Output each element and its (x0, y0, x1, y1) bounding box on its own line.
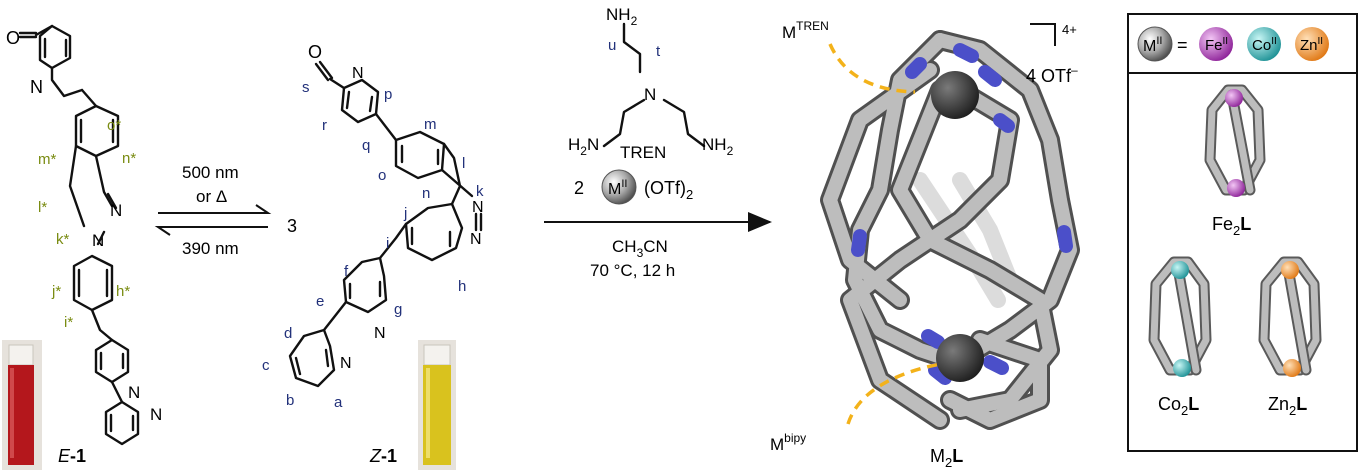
charge-bracket (1030, 23, 1056, 46)
z1-proton-d: d (284, 325, 292, 342)
e1-compound-label: E-1 (58, 446, 86, 466)
e1-azo-nitrogen-1: N (110, 201, 122, 220)
legend-zn-complex-label: Zn2L (1268, 394, 1307, 418)
e1-proton-o: o* (107, 117, 121, 134)
metal-equivalents: 2 (574, 178, 584, 198)
z1-compound-label: Z-1 (369, 446, 397, 466)
eq-top-alt: or Δ (196, 187, 227, 206)
legend-co-complex-label: Co2L (1158, 394, 1199, 418)
stoich-coefficient: 3 (287, 216, 297, 236)
tren-proton-u: u (608, 37, 616, 54)
e1-proton-k: k* (56, 231, 70, 248)
z1-proton-f: f (344, 263, 349, 280)
helicate-zn (1258, 256, 1322, 377)
z1-azo-nitrogen-2: N (470, 231, 482, 248)
site-tren-label: MTREN (782, 19, 829, 42)
z1-proton-h: h (458, 278, 466, 295)
e1-bipy-nitrogen-1: N (128, 383, 140, 402)
cage-nitrogen-segments (851, 43, 1073, 385)
legend-fe-icon (1199, 27, 1233, 61)
z1-proton-a: a (334, 394, 343, 411)
solvent: CH3CN (612, 237, 668, 260)
z1-proton-e: e (316, 293, 324, 310)
site-bipy-label: Mbipy (770, 431, 806, 454)
e1-proton-i: i* (64, 314, 73, 331)
z1-structure: O N N N N N s r p q m o n l k (262, 42, 484, 470)
metal-sphere-icon (601, 169, 637, 205)
z1-proton-n: n (422, 185, 430, 202)
reverse-half-arrow (154, 226, 268, 236)
z1-proton-i: i (386, 235, 389, 252)
z1-proton-k: k (476, 183, 484, 200)
tren-left-amine: H2N (568, 135, 599, 158)
z1-oxygen-atom: O (308, 42, 322, 62)
z1-proton-q: q (362, 137, 370, 154)
leader-bipy (846, 362, 941, 425)
e1-structure: O N N N N N o* m* n* l* k* j* (2, 24, 162, 470)
z1-proton-o: o (378, 167, 386, 184)
e1-proton-j: j* (51, 283, 61, 300)
z1-proton-s: s (302, 79, 310, 96)
e1-nitrogen-atom-top: N (30, 77, 43, 97)
z1-proton-c: c (262, 357, 270, 374)
tren-name: TREN (620, 143, 666, 162)
z1-azo-nitrogen-1: N (472, 199, 484, 216)
z1-proton-l: l (462, 155, 465, 172)
e1-bipy-nitrogen-2: N (150, 405, 162, 424)
z1-proton-g: g (394, 301, 402, 318)
cage-charge: 4+ (1062, 22, 1077, 37)
legend-generic-metal: MII (1143, 35, 1162, 55)
eq-top-wavelength: 500 nm (182, 163, 239, 182)
z1-proton-b: b (286, 392, 294, 409)
cage-counterion: 4 OTf– (1026, 63, 1078, 86)
reaction-conditions: NH2 u t N H2N NH2 TREN 2 MII (OTf)2 CH3C… (544, 5, 772, 280)
z1-proton-p: p (384, 86, 392, 103)
metal-symbol: MII (608, 178, 627, 198)
legend-fe-complex-label: Fe2L (1212, 214, 1251, 238)
z1-top-pyridine-nitrogen: N (352, 65, 364, 82)
e1-proton-l: l* (38, 199, 47, 216)
metal-counterion: (OTf)2 (644, 178, 693, 202)
metal-legend-panel: MII = FeII CoII ZnII Fe2L Co2L (1127, 13, 1358, 452)
tren-top-amine: NH2 (606, 5, 638, 28)
z1-cuvette-photo (418, 340, 456, 470)
tren-right-amine: NH2 (702, 135, 734, 158)
legend-co-icon (1247, 27, 1281, 61)
e1-cuvette-photo (2, 340, 42, 470)
leader-tren (828, 43, 916, 94)
eq-bottom-wavelength: 390 nm (182, 239, 239, 258)
legend-fe-label: FeII (1205, 36, 1228, 54)
helicate-fe (1204, 84, 1266, 197)
z1-proton-m: m (424, 116, 437, 133)
cage-metal-tren-sphere (931, 71, 979, 119)
z1-proton-r: r (322, 117, 327, 134)
product-label: M2L (930, 446, 963, 470)
e1-proton-m: m* (38, 151, 56, 168)
tren-central-nitrogen: N (644, 85, 656, 104)
legend-zn-icon (1295, 27, 1329, 61)
helicate-co (1148, 256, 1212, 377)
z1-bipy-nitrogen-1: N (374, 325, 386, 342)
photo-equilibrium: 500 nm or Δ 390 nm 3 (154, 163, 297, 258)
forward-half-arrow (158, 204, 272, 214)
legend-generic-metal-icon (1137, 26, 1173, 62)
tren-proton-t: t (656, 43, 661, 60)
e1-proton-h: h* (116, 283, 130, 300)
e1-oxygen-atom: O (6, 28, 20, 48)
z1-proton-j: j (403, 205, 407, 222)
z1-bipy-nitrogen-2: N (340, 355, 352, 372)
cage-structure: MTREN Mbipy 4+ 4 OTf– M2L (770, 19, 1080, 470)
legend-zn-label: ZnII (1300, 36, 1323, 54)
cage-metal-bipy-sphere (936, 334, 984, 382)
legend-co-label: CoII (1252, 36, 1277, 54)
legend-equals: = (1177, 35, 1188, 55)
conditions: 70 °C, 12 h (590, 261, 675, 280)
e1-proton-n: n* (122, 150, 136, 167)
